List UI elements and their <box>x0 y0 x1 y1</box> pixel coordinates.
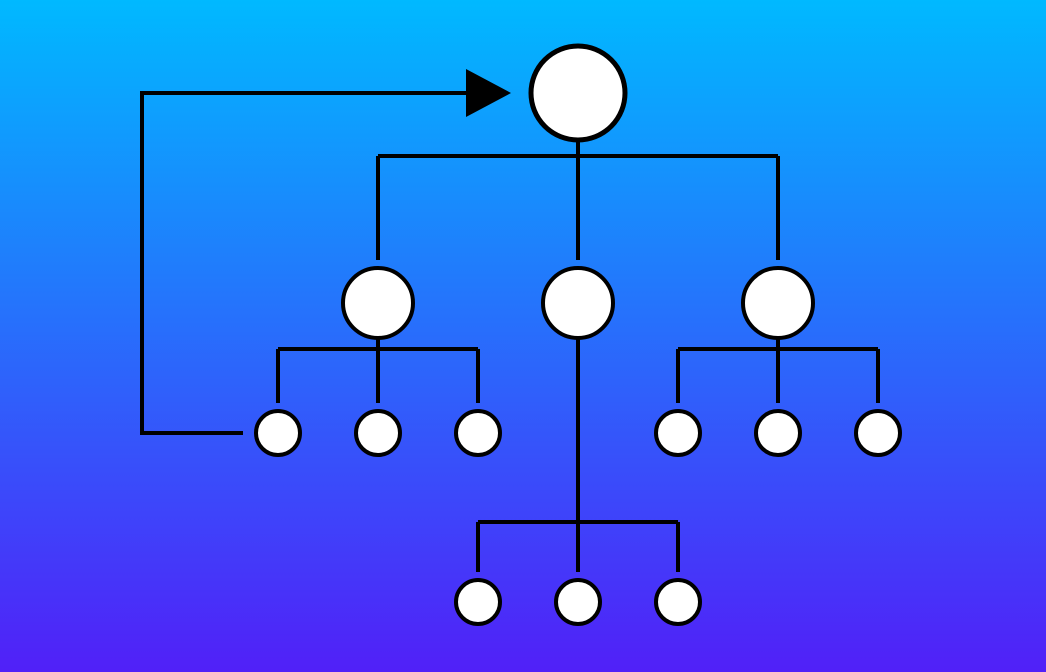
node-right <box>741 266 815 340</box>
node-right-2 <box>754 409 802 457</box>
node-middle-3 <box>654 578 702 626</box>
node-left-3 <box>454 409 502 457</box>
node-right-1 <box>654 409 702 457</box>
node-middle-1 <box>454 578 502 626</box>
feedback-edge <box>140 69 511 435</box>
node-right-3 <box>854 409 902 457</box>
node-left <box>341 266 415 340</box>
node-middle-2 <box>554 578 602 626</box>
node-left-2 <box>354 409 402 457</box>
tree-nodes <box>254 43 902 626</box>
node-left-1 <box>254 409 302 457</box>
node-middle <box>541 266 615 340</box>
feedback-line <box>140 91 466 435</box>
node-root <box>528 43 628 143</box>
feedback-arrowhead <box>466 69 511 117</box>
